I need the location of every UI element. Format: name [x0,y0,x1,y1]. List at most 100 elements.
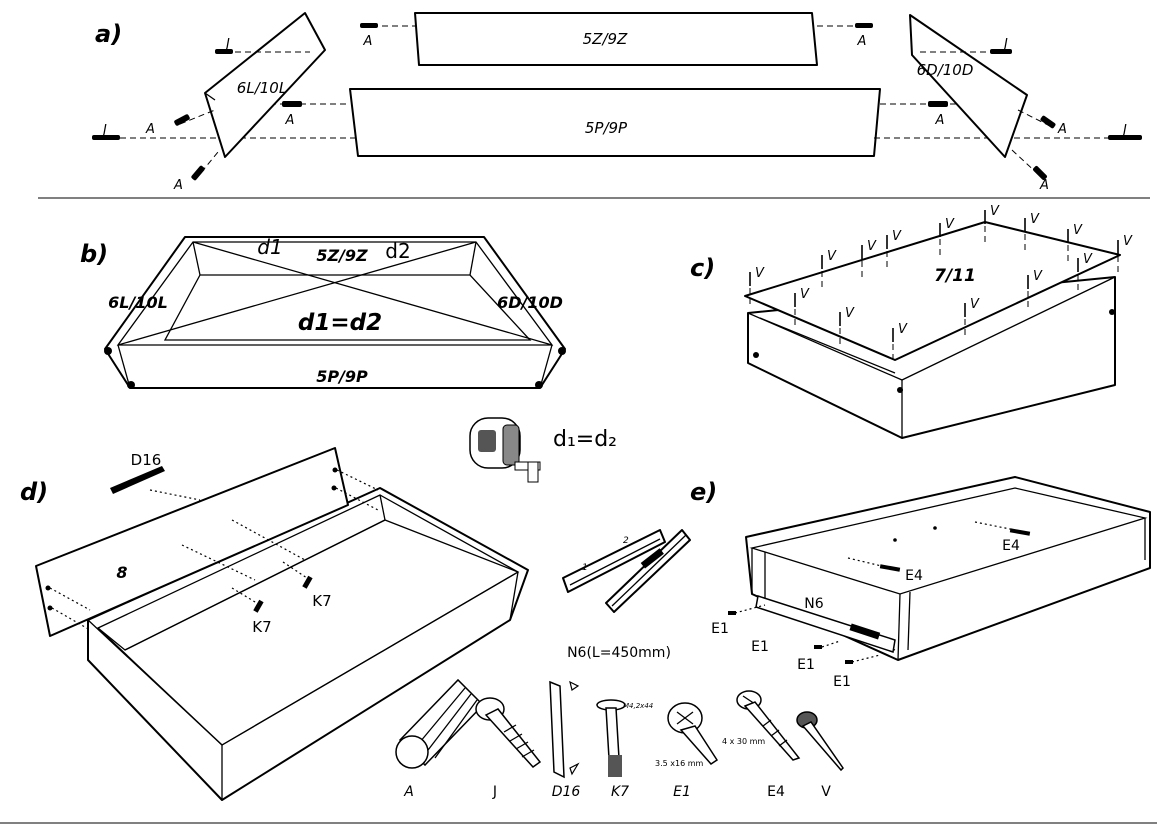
nail-label: V [1083,252,1093,267]
nail-label: V [755,266,765,281]
slide-rail-1 [562,529,666,593]
e4-screw-2 [879,564,901,572]
diagonal-equation: d1=d2 [298,310,382,336]
hardware-label-d16: D16 [552,784,581,800]
e4-size: 4 x 30 mm [722,737,765,746]
e1-label-1: E1 [711,621,729,637]
j-screw-icon [475,697,542,768]
e1-label-2: E1 [751,639,769,655]
d16-label: D16 [131,451,162,469]
d2-label: d2 [385,239,410,263]
screw-j3 [990,49,1012,54]
diagonal-d2 [117,241,477,346]
dowel-label-6: A [173,178,183,193]
dowel-a7 [1040,115,1056,129]
dowel-label-2: A [857,34,867,49]
k7-screw-2 [302,575,313,589]
nail-label: V [1033,269,1043,284]
k7-label-2: K7 [312,592,331,610]
hardware-legend: M4,2x44 3.5 x16 mm 4 x 30 mm [395,678,844,779]
dowel-label-3: A [285,113,295,128]
hardware-label-a: A [403,784,414,800]
dowel-label-8: A [1039,178,1049,193]
nail-label: V [827,249,837,264]
left-panel-b-label: 6L/10L [108,293,168,312]
nail-label: V [845,306,855,321]
hardware-label-j: J [492,784,497,800]
screw-j4 [1108,135,1142,140]
step-a: a) 5Z/9Z A A 5P/9P A A 6L/10L J J A [92,12,1142,193]
bottom-panel [744,221,1121,361]
step-c-label: c) [690,254,715,282]
front-panel-d [35,447,349,637]
nail-label: V [1123,234,1133,249]
d1-label: d1 [257,235,282,259]
right-panel-a [909,14,1028,158]
dowel-a2 [855,23,873,28]
dowel-a3 [282,101,302,107]
e4-label-2: E4 [905,568,923,584]
e4-screw-1 [1009,528,1031,536]
nail-label: V [945,217,955,232]
d16-bracket [110,466,165,494]
bottom-panel-label: 7/11 [934,266,976,286]
step-b-label: b) [80,240,108,268]
dowel-a5 [174,114,190,126]
hardware-label-e1: E1 [673,784,691,800]
nail-label: V [898,322,908,337]
step-b: b) d1 5Z/9Z d2 6L/10L 6D/10D d1=d2 5P/9P [80,235,566,389]
left-panel-a-label: 6L/10L [237,79,287,97]
dowel-label-4: A [935,113,945,128]
front-panel-a [349,88,881,157]
back-panel-a-label: 5Z/9Z [583,30,628,48]
rail-2-number: 2 [623,536,629,546]
tape-measure-icon [469,417,541,483]
dowel-label-5: A [145,122,155,137]
screw-label-1: J [223,37,230,52]
dowel-icon [395,678,485,769]
front-panel-b-label: 5P/9P [316,367,368,386]
dowel-a4 [928,101,948,107]
e1-label-3: E1 [797,657,815,673]
k7-screw-icon [596,699,626,777]
dowel-a8 [1033,166,1047,180]
e4-label-1: E4 [1002,538,1020,554]
front-panel-a-label: 5P/9P [585,119,628,137]
nail-label: V [867,239,877,254]
e1-label-4: E1 [833,674,851,690]
nail-label: V [892,229,902,244]
e4-screw-icon [736,690,801,761]
back-panel-a [414,12,818,66]
back-panel-b-label: 5Z/9Z [316,246,368,265]
drawer-box-e [745,476,1151,661]
step-e: e) N6 E4 E4 E1 E1 E1 E1 [690,476,1151,690]
hardware-label-v: V [821,784,831,800]
right-panel-a-label: 6D/10D [917,61,974,79]
screw-j1 [215,49,233,54]
slide-runner-e [755,595,896,653]
hardware-label-e4: E4 [767,784,785,800]
e1-size: 3.5 x16 mm [655,759,704,768]
hardware-label-k7: K7 [611,784,629,800]
screw-label-2: J [100,123,107,138]
slides-label: N6(L=450mm) [567,645,671,661]
step-d: d) 8 D16 K7 K7 [20,447,529,801]
step-e-label: e) [690,478,717,506]
nail-label: V [990,204,1000,219]
dowel-a6 [191,165,205,181]
v-nail-icon [796,711,844,772]
left-panel-a [204,12,326,158]
dowel-a1 [360,23,378,28]
hardware-labels: A J D16 K7 E1 E4 V [403,784,831,800]
right-panel-b-label: 6D/10D [497,293,563,312]
front-panel-d-label: 8 [116,563,127,582]
k7-size: M4,2x44 [623,702,653,710]
k7-label-1: K7 [252,618,271,636]
drawer-slides: 1 2 N6(L=450mm) [562,529,691,661]
d16-icon [549,680,580,779]
dowel-label-7: A [1057,122,1067,137]
nail-label: V [1030,212,1040,227]
screw-label-4: J [1120,123,1127,138]
